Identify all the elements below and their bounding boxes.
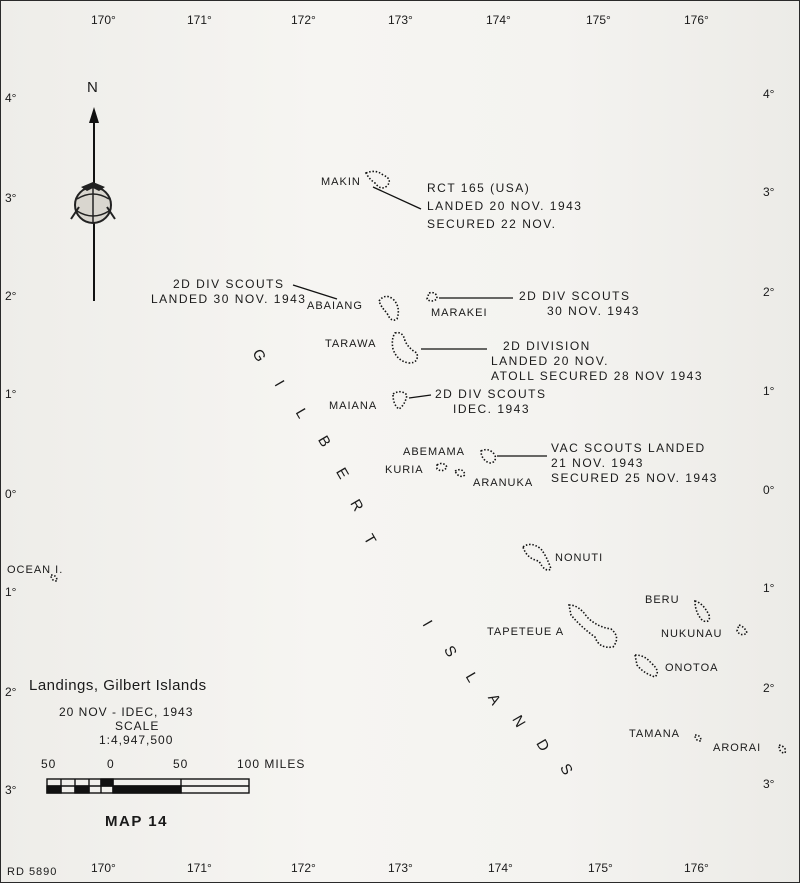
atoll-tarawa bbox=[391, 331, 419, 364]
scale-tick-label: 50 bbox=[173, 757, 189, 771]
atoll-onotoa bbox=[634, 654, 659, 678]
longitude-label-top: 173° bbox=[388, 13, 413, 27]
annotation-abaiang: 2D DIV SCOUTS LANDED 30 NOV. 1943 bbox=[151, 277, 307, 306]
atoll-maiana bbox=[392, 390, 408, 410]
island-label-ocean: OCEAN I. bbox=[7, 564, 64, 576]
island-label-aranuka: ARANUKA bbox=[473, 477, 534, 489]
atoll-aranuka bbox=[453, 468, 466, 478]
north-arrow-head bbox=[89, 107, 99, 123]
leader-abaiang bbox=[292, 284, 338, 300]
atoll-beru bbox=[694, 599, 711, 623]
usmc-emblem-icon bbox=[70, 182, 116, 224]
island-label-nonuti: NONUTI bbox=[555, 552, 604, 564]
longitude-label-top: 172° bbox=[291, 13, 316, 27]
longitude-label-bottom: 176° bbox=[684, 861, 709, 875]
atoll-abemama bbox=[480, 448, 497, 464]
leader-lines bbox=[292, 186, 547, 457]
leader-makin bbox=[372, 186, 422, 210]
latitude-label-left: 4° bbox=[5, 91, 17, 105]
island-label-abaiang: ABAIANG bbox=[307, 300, 363, 312]
latitude-label-right: 2° bbox=[763, 681, 775, 695]
legend-title: Landings, Gilbert Islands bbox=[29, 677, 207, 694]
latitude-label-left: 0° bbox=[5, 487, 17, 501]
longitude-label-bottom: 174° bbox=[488, 861, 513, 875]
latitude-label-left: 3° bbox=[5, 191, 17, 205]
atoll-nukunau bbox=[736, 623, 748, 636]
latitude-label-left: 2° bbox=[5, 685, 17, 699]
north-label: N bbox=[87, 79, 99, 96]
island-label-makin: MAKIN bbox=[321, 176, 361, 188]
longitude-label-top: 175° bbox=[586, 13, 611, 27]
scale-tick-label: 50 bbox=[41, 757, 57, 771]
atoll-makin bbox=[364, 170, 391, 189]
scale-tick-label: 100 MILES bbox=[237, 757, 306, 771]
island-label-onotoa: ONOTOA bbox=[665, 662, 719, 674]
annotation-makin: RCT 165 (USA) LANDED 20 NOV. 1943 SECURE… bbox=[427, 181, 583, 231]
atoll-kuria bbox=[436, 462, 448, 472]
atoll-nonuti bbox=[522, 543, 552, 571]
longitude-label-bottom: 175° bbox=[588, 861, 613, 875]
atoll-abaiang bbox=[378, 295, 400, 321]
legend-scale-label: SCALE bbox=[115, 719, 160, 733]
latitude-label-right: 3° bbox=[763, 185, 775, 199]
latitude-label-left: 3° bbox=[5, 783, 17, 797]
scale-tick-label: 0 bbox=[107, 757, 115, 771]
latitude-label-right: 1° bbox=[763, 384, 775, 398]
annotation-maiana: 2D DIV SCOUTS IDEC. 1943 bbox=[435, 387, 547, 416]
island-label-maiana: MAIANA bbox=[329, 400, 378, 412]
longitude-label-top: 174° bbox=[486, 13, 511, 27]
annotation-marakei: 2D DIV SCOUTS 30 NOV. 1943 bbox=[519, 289, 640, 318]
atoll-marakei bbox=[426, 291, 438, 302]
longitude-label-bottom: 172° bbox=[291, 861, 316, 875]
latitude-label-left: 2° bbox=[5, 289, 17, 303]
latitude-label-right: 1° bbox=[763, 581, 775, 595]
atoll-tapeteuea bbox=[568, 604, 618, 649]
annotation-abemama: VAC SCOUTS LANDED 21 NOV. 1943 SECURED 2… bbox=[551, 441, 718, 485]
latitude-label-left: 1° bbox=[5, 585, 17, 599]
island-label-tamana: TAMANA bbox=[629, 728, 681, 740]
leader-maiana bbox=[408, 394, 432, 399]
longitude-label-top: 176° bbox=[684, 13, 709, 27]
island-label-abemama: ABEMAMA bbox=[403, 446, 466, 458]
longitude-label-top: 171° bbox=[187, 13, 212, 27]
longitude-label-bottom: 171° bbox=[187, 861, 212, 875]
longitude-label-top: 170° bbox=[91, 13, 116, 27]
longitude-label-bottom: 173° bbox=[388, 861, 413, 875]
island-label-tarawa: TARAWA bbox=[325, 338, 377, 350]
island-label-beru: BERU bbox=[645, 594, 680, 606]
atolls bbox=[50, 170, 787, 754]
latitude-label-right: 3° bbox=[763, 777, 775, 791]
island-label-arorai: ARORAI bbox=[713, 742, 762, 754]
atoll-arorai bbox=[778, 743, 787, 754]
latitude-label-right: 0° bbox=[763, 483, 775, 497]
legend-dates: 20 NOV - IDEC, 1943 bbox=[59, 705, 194, 719]
island-label-kuria: KURIA bbox=[385, 464, 424, 476]
annotation-tarawa: 2D DIVISION LANDED 20 NOV. ATOLL SECURED… bbox=[491, 339, 704, 383]
latitude-label-right: 4° bbox=[763, 87, 775, 101]
island-label-tapeteuea: TAPETEUE A bbox=[487, 626, 565, 638]
reference-code: RD 5890 bbox=[7, 866, 58, 878]
latitude-label-right: 2° bbox=[763, 285, 775, 299]
island-label-marakei: MARAKEI bbox=[431, 307, 488, 319]
latitude-label-left: 1° bbox=[5, 387, 17, 401]
island-label-nukunau: NUKUNAU bbox=[661, 628, 723, 640]
longitude-label-bottom: 170° bbox=[91, 861, 116, 875]
scale-bar bbox=[46, 778, 250, 794]
legend-scale-ratio: 1:4,947,500 bbox=[99, 733, 174, 747]
atoll-tamana bbox=[694, 734, 702, 742]
map-number: MAP 14 bbox=[105, 813, 168, 830]
